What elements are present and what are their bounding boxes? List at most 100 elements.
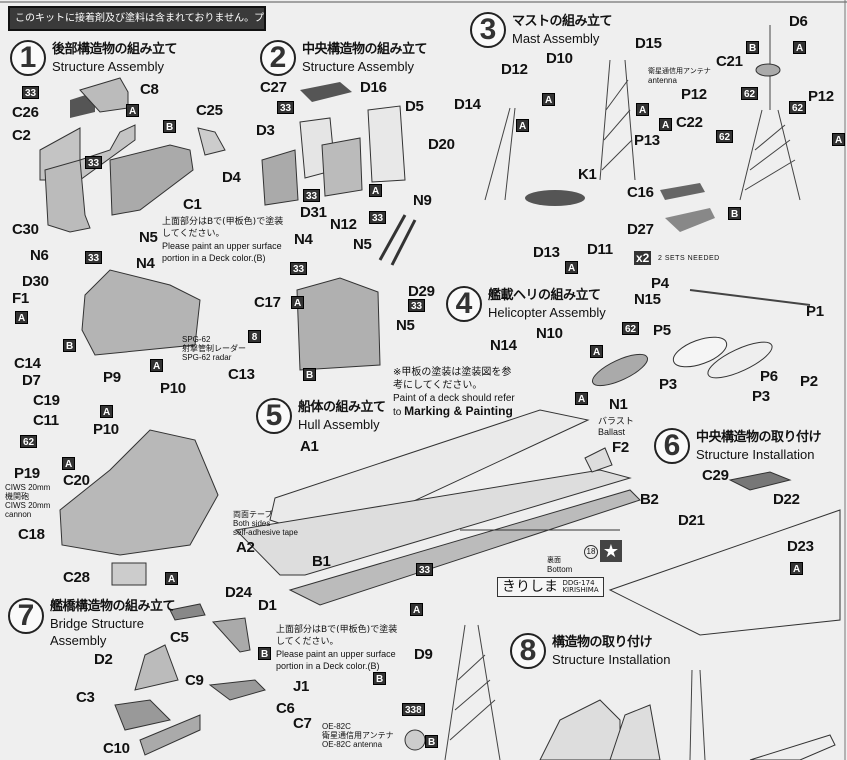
paint-color-badge: 8 <box>248 330 261 343</box>
ciws-note-4: cannon <box>5 510 32 519</box>
part-d5 <box>367 105 406 183</box>
step-title-en: Hull Assembly <box>298 417 380 432</box>
step-title-en: Mast Assembly <box>512 31 600 46</box>
part-label: B1 <box>312 553 331 570</box>
part-b2 <box>288 489 641 606</box>
paint-color-badge: 33 <box>277 101 295 114</box>
spg-note-1: SPG-62 <box>182 335 211 344</box>
step-title-en: Structure Assembly <box>52 59 164 74</box>
part-label: D15 <box>635 35 662 52</box>
paint-color-badge: 62 <box>716 130 734 143</box>
paint-color-badge: B <box>303 368 317 381</box>
kit-notice-banner: このキットに接着剤及び塗料は含まれておりません。プラスチック専用の物を別にお求め… <box>8 6 266 31</box>
part-label: N5 <box>353 236 372 253</box>
part-label: P4 <box>651 275 669 292</box>
part-label: C9 <box>185 672 204 689</box>
part-label: C27 <box>260 79 287 96</box>
sat-note-jp: 衛星通信用アンテナ <box>648 67 711 75</box>
part-label: D12 <box>501 61 528 78</box>
step-number: 7 <box>8 598 44 634</box>
part-label: D27 <box>627 221 654 238</box>
ship-name-jp: きりしま <box>502 578 558 595</box>
oe-note-3: OE-82C antenna <box>322 740 383 749</box>
sat-note-en: antenna <box>648 76 677 85</box>
part-label: D14 <box>454 96 481 113</box>
ballast-en: Ballast <box>598 427 626 437</box>
part-label: C13 <box>228 366 255 383</box>
part-oe82c-antenna <box>404 729 426 751</box>
part-label: A1 <box>300 438 319 455</box>
part-a1 <box>269 409 590 541</box>
part-label: C22 <box>676 114 703 131</box>
ballast-note: バラスト Ballast <box>598 417 634 437</box>
paint-color-badge: 62 <box>789 101 807 114</box>
paint-note-step1: 上面部分はBで(甲板色)で塗装してください。 Please paint an u… <box>162 216 290 264</box>
paint-note-en-1: Please paint an upper surface <box>162 241 282 251</box>
part-label: N9 <box>413 192 432 209</box>
part-n9b <box>390 219 417 266</box>
part-label: N5 <box>396 317 415 334</box>
ballast-jp: バラスト <box>598 417 634 427</box>
part-label: D29 <box>408 283 435 300</box>
paint-color-badge: 33 <box>22 86 40 99</box>
paint-color-badge: A <box>565 261 579 274</box>
deck-note-en-1: Paint of a deck should refer <box>393 393 515 404</box>
part-label: D21 <box>678 512 705 529</box>
ciws-note-3: CIWS 20mm <box>5 501 51 510</box>
bottom-jp: 裏面 <box>547 556 561 564</box>
part-label: C14 <box>14 355 41 372</box>
part-c21 <box>755 63 781 77</box>
part-c30 <box>44 159 91 233</box>
part-label: N15 <box>634 291 661 308</box>
bottom-note: 裏面 Bottom <box>547 556 572 574</box>
part-label: C10 <box>103 740 130 757</box>
paint-note-jp-2: してください。 <box>276 637 339 647</box>
part-label: P10 <box>93 421 119 438</box>
part-label: D11 <box>587 241 613 258</box>
oe82c-note: OE-82C 衛星通信用アンテナ OE-82C antenna <box>322 722 394 749</box>
part-label: C26 <box>12 104 39 121</box>
part-label: D4 <box>222 169 241 186</box>
step-number: 4 <box>446 286 482 322</box>
step-title-jp: 船体の組み立て <box>298 400 386 415</box>
part-d2 <box>134 644 179 691</box>
ciws-note: CIWS 20mm 機関砲 CIWS 20mm cannon <box>5 483 50 519</box>
paint-color-badge: 33 <box>85 251 103 264</box>
spg-note-3: SPG-62 radar <box>182 353 232 362</box>
part-k1 <box>525 190 585 206</box>
paint-color-badge: 33 <box>369 211 387 224</box>
paint-color-badge: A <box>165 572 179 585</box>
part-d27 <box>665 208 715 232</box>
ship-name-en: KIRISHIMA <box>562 586 599 594</box>
paint-color-badge: 33 <box>416 563 434 576</box>
ship-code: DDG-174 <box>562 579 595 587</box>
paint-color-badge: B <box>63 339 77 352</box>
mast-assembled <box>444 624 706 760</box>
part-label: D7 <box>22 372 41 389</box>
part-label: C20 <box>63 472 90 489</box>
part-f2 <box>584 447 613 473</box>
paint-color-badge: B <box>425 735 439 748</box>
step-title-jp: 艦橋構造物の組み立て <box>50 599 176 614</box>
paint-note-jp: 上面部分はBで(甲板色)で塗装してください。 <box>162 217 284 239</box>
paint-color-badge: 62 <box>741 87 759 100</box>
part-label: D6 <box>789 13 808 30</box>
part-label: C25 <box>196 102 223 119</box>
part-label: D24 <box>225 584 252 601</box>
step-title-en: Helicopter Assembly <box>488 305 606 320</box>
step-number: 3 <box>470 12 506 48</box>
star-decal-icon: ★ <box>600 540 622 562</box>
paint-color-badge: A <box>790 562 804 575</box>
part-d24 <box>169 603 206 621</box>
tape-note: 両面テープ Both sides self-adhesive tape <box>233 510 298 537</box>
part-label: D10 <box>546 50 573 67</box>
part-label: C21 <box>716 53 743 70</box>
part-label: D2 <box>94 651 113 668</box>
part-label: P5 <box>653 322 671 339</box>
paint-color-badge: A <box>793 41 807 54</box>
paint-color-badge: 33 <box>408 299 426 312</box>
